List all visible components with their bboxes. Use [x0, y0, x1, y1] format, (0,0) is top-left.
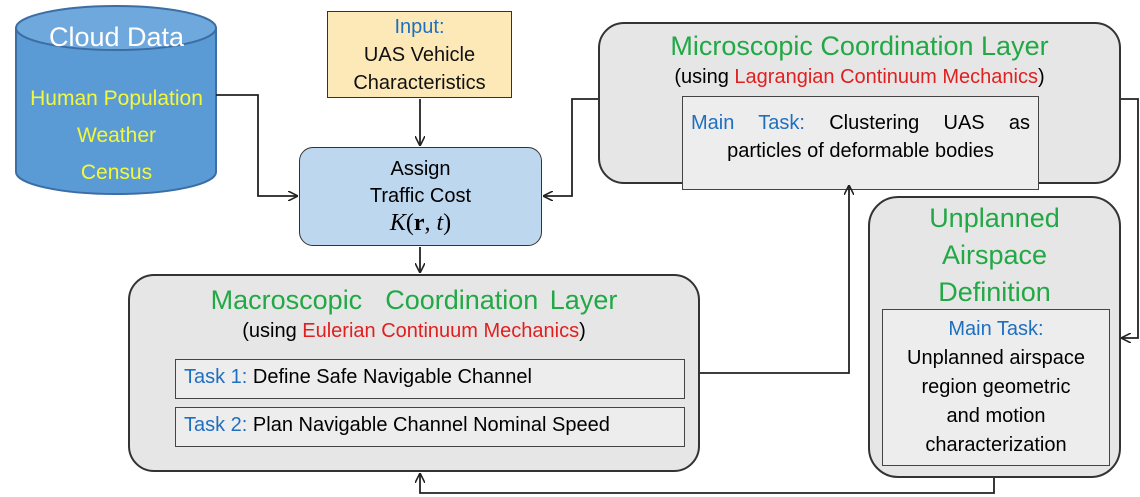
macro-task-1-box: Task 1: Define Safe Navigable Channel — [175, 359, 685, 399]
micro-subtitle: (using Lagrangian Continuum Mechanics) — [600, 66, 1119, 89]
macro-task-2-label: Task 2: — [184, 414, 248, 436]
cloud-data-title: Cloud Data — [48, 22, 185, 52]
unplanned-task-line-2: region geometric — [921, 376, 1071, 398]
arrow-micro-to-unplanned — [1121, 98, 1139, 338]
macro-task-2-box: Task 2: Plan Navigable Channel Nominal S… — [175, 407, 685, 447]
unplanned-main-task-box: Main Task: Unplanned airspace region geo… — [882, 309, 1110, 466]
micro-sub-prefix: (using — [674, 66, 735, 88]
formula-t: t — [436, 210, 444, 236]
microscopic-coordination-layer: Microscopic Coordination Layer (using La… — [598, 22, 1121, 190]
cloud-item-human-population: Human Population — [30, 87, 203, 110]
arrow-unplanned-to-macro — [420, 474, 995, 494]
cloud-data-items: Human Population Weather Census — [14, 80, 219, 191]
micro-title: Microscopic Coordination Layer — [670, 31, 1049, 61]
cloud-item-census: Census — [80, 161, 153, 184]
unplanned-task-line-4: characterization — [925, 434, 1067, 456]
cloud-data-database: Cloud Data Human Population Weather Cens… — [14, 4, 219, 196]
formula-sep: , — [424, 210, 437, 236]
arrow-macro-to-micro — [700, 186, 849, 374]
formula-close: ) — [443, 210, 452, 236]
unplanned-task-label: Main Task: — [948, 318, 1044, 340]
unplanned-airspace-definition: Unplanned Airspace Definition Main Task:… — [868, 196, 1121, 478]
unplanned-task-line-3: and motion — [946, 405, 1046, 427]
micro-task-label: Main Task: — [691, 112, 805, 134]
database-cylinder-icon — [15, 5, 217, 195]
assign-line-1: Assign — [390, 158, 451, 180]
unplanned-task-line-1: Unplanned airspace — [907, 347, 1085, 369]
macro-task-1-text: Define Safe Navigable Channel — [252, 366, 532, 388]
arrow-micro-to-assign — [544, 98, 598, 196]
micro-main-task-box: Main Task: Clustering UAS as particles o… — [682, 96, 1039, 190]
unplanned-title: Unplanned Airspace Definition — [870, 200, 1119, 311]
input-label: Input: — [394, 15, 445, 38]
macroscopic-coordination-layer: Macroscopic Coordination Layer (using Eu… — [128, 274, 700, 472]
macro-task-1-label: Task 1: — [184, 366, 248, 388]
unplanned-title-line-3: Definition — [938, 277, 1051, 307]
unplanned-title-line-2: Airspace — [941, 240, 1048, 270]
cloud-item-weather: Weather — [77, 124, 156, 147]
micro-task-line-2: particles of deformable bodies — [727, 140, 994, 162]
input-box: Input: UAS Vehicle Characteristics — [327, 11, 512, 98]
arrow-cloud-to-assign — [216, 94, 297, 196]
input-line-2: Characteristics — [353, 71, 486, 94]
macro-title: Macroscopic Coordination Layer — [210, 285, 618, 315]
macro-subtitle: (using Eulerian Continuum Mechanics) — [130, 320, 698, 343]
unplanned-title-line-1: Unplanned — [929, 203, 1060, 233]
formula-k: K — [389, 210, 406, 236]
assign-traffic-cost-box: Assign Traffic Cost K(r, t) — [299, 147, 542, 246]
assign-line-2: Traffic Cost — [369, 185, 472, 207]
traffic-cost-formula: K(r, t) — [390, 210, 451, 237]
macro-sub-prefix: (using — [242, 320, 303, 342]
input-line-1: UAS Vehicle — [363, 43, 476, 66]
micro-task-line-1: Clustering UAS as — [829, 112, 1030, 134]
macro-sub-highlight: Eulerian Continuum Mechanics — [302, 320, 580, 342]
micro-sub-highlight: Lagrangian Continuum Mechanics — [734, 66, 1038, 88]
formula-open: ( — [405, 210, 414, 236]
micro-sub-suffix: ) — [1037, 66, 1045, 88]
macro-task-2-text: Plan Navigable Channel Nominal Speed — [252, 414, 610, 436]
macro-sub-suffix: ) — [579, 320, 586, 342]
formula-r: r — [413, 210, 425, 236]
